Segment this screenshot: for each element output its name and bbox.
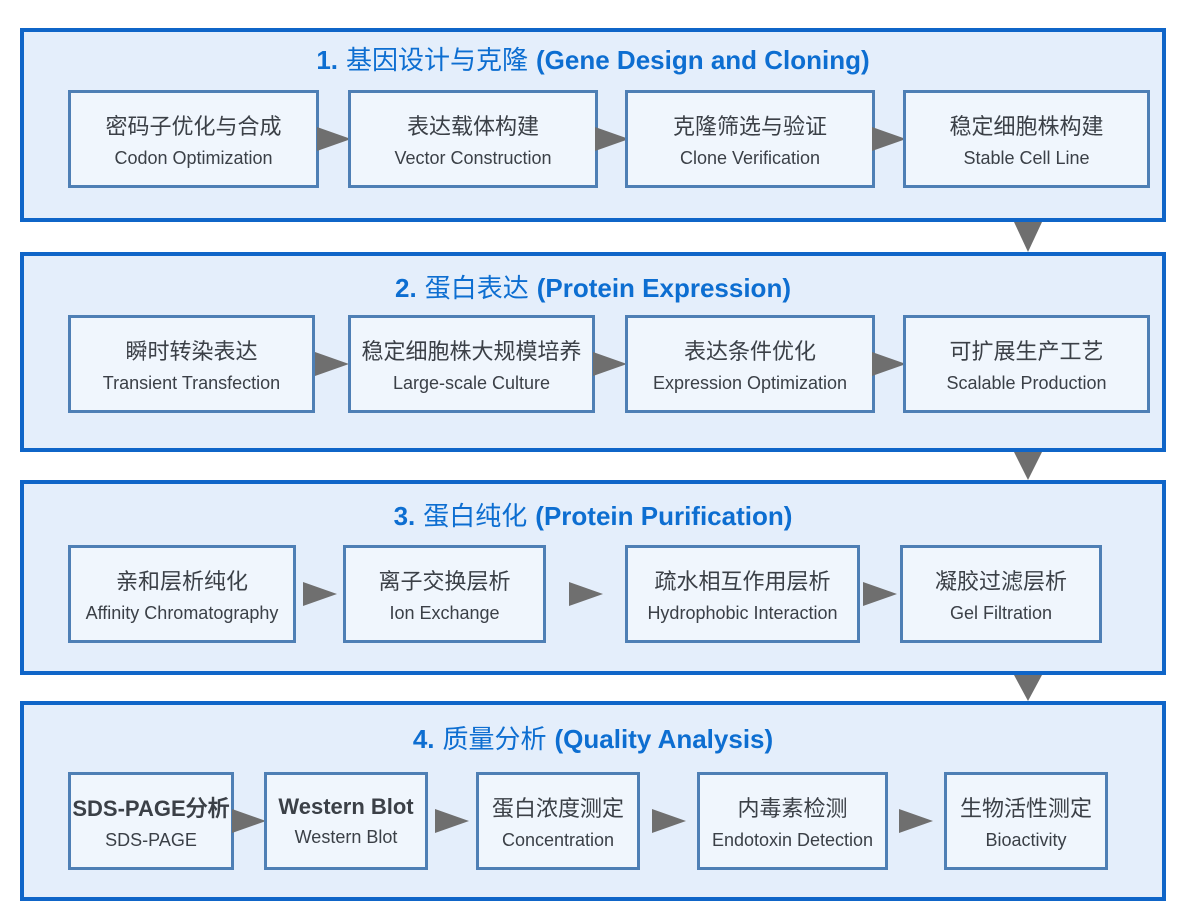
step-label-en: Bioactivity — [985, 830, 1067, 850]
step-label-en: Vector Construction — [394, 148, 552, 168]
step-label-zh: 表达载体构建 — [406, 114, 539, 139]
step-label-zh: Western Blot — [278, 794, 414, 819]
section-2-protein-expression: 2.蛋白表达(Protein Expression) 瞬时转染表达 Transien… — [20, 252, 1166, 452]
step-transient-transfection: 瞬时转染表达 Transient Transfection — [68, 315, 315, 413]
section-title-title-en: (Gene Design and Cloning) — [536, 45, 870, 75]
flow-arrow-down-icon — [1014, 222, 1042, 252]
section-title: 2.蛋白表达(Protein Expression) — [24, 268, 1162, 305]
section-title-title-en: (Protein Expression) — [536, 273, 791, 303]
step-scalable-production: 可扩展生产工艺 Scalable Production — [903, 315, 1150, 413]
step-bioactivity: 生物活性测定 Bioactivity — [944, 772, 1108, 870]
step-label-en: Codon Optimization — [114, 148, 273, 168]
section-title-number: 3. — [393, 501, 416, 531]
step-label-zh: 蛋白浓度测定 — [491, 796, 624, 821]
step-affinity-chromatography: 亲和层析纯化 Affinity Chromatography — [68, 545, 296, 643]
step-label-zh: 疏水相互作用层析 — [654, 569, 831, 594]
flow-arrow-right-icon — [595, 127, 629, 151]
step-endotoxin-detection: 内毒素检测 Endotoxin Detection — [697, 772, 888, 870]
section-title-title-en: (Quality Analysis) — [554, 724, 774, 754]
section-title-number: 2. — [395, 273, 417, 303]
section-title: 1. 基因设计与克隆(Gene Design and Cloning) — [24, 40, 1162, 77]
step-label-en: Concentration — [501, 830, 615, 850]
flow-arrow-right-icon — [315, 352, 349, 376]
step-label-zh: 内毒素检测 — [737, 796, 848, 821]
step-hydrophobic-interaction: 疏水相互作用层析 Hydrophobic Interaction — [625, 545, 860, 643]
step-expression-optimization: 表达条件优化 Expression Optimization — [625, 315, 875, 413]
step-ion-exchange: 离子交换层析 Ion Exchange — [343, 545, 546, 643]
section-3-protein-purification: 3.蛋白纯化(Protein Purification) 亲和层析纯化 Affini… — [20, 480, 1166, 675]
step-clone-verification: 克隆筛选与验证 Clone Verification — [625, 90, 875, 188]
step-large-scale-culture: 稳定细胞株大规模培养 Large-scale Culture — [348, 315, 595, 413]
flow-arrow-right-icon — [303, 582, 337, 606]
step-label-en: Stable Cell Line — [963, 148, 1090, 168]
flow-arrow-right-icon — [593, 352, 627, 376]
section-title-title-zh: 基因设计与克隆 — [346, 45, 529, 75]
step-label-en: Western Blot — [294, 827, 398, 847]
flow-arrow-down-icon — [1014, 675, 1042, 701]
flow-arrow-right-icon — [899, 809, 933, 833]
flow-arrow-right-icon — [569, 582, 603, 606]
flow-arrow-right-icon — [232, 809, 266, 833]
flow-arrow-right-icon — [863, 582, 897, 606]
step-label-en: SDS-PAGE — [105, 830, 197, 850]
step-label-en: Gel Filtration — [949, 603, 1053, 623]
step-label-en: Expression Optimization — [652, 373, 848, 393]
section-title-title-zh: 质量分析 — [442, 724, 547, 754]
step-label-zh: 稳定细胞株大规模培养 — [361, 339, 582, 364]
step-label-zh: 克隆筛选与验证 — [672, 114, 827, 139]
flow-arrow-right-icon — [652, 809, 686, 833]
section-title: 4.质量分析(Quality Analysis) — [24, 719, 1162, 756]
step-label-en: Transient Transfection — [102, 373, 281, 393]
step-codon-optimization: 密码子优化与合成 Codon Optimization — [68, 90, 319, 188]
step-label-zh: 亲和层析纯化 — [115, 569, 248, 594]
flow-arrow-down-icon — [1014, 452, 1042, 480]
step-label-zh: 表达条件优化 — [683, 339, 816, 364]
step-label-zh: 可扩展生产工艺 — [949, 339, 1104, 364]
step-label-en: Hydrophobic Interaction — [647, 603, 838, 623]
step-label-en: Affinity Chromatography — [85, 603, 279, 623]
step-concentration: 蛋白浓度测定 Concentration — [476, 772, 640, 870]
step-label-zh: 生物活性测定 — [959, 796, 1092, 821]
step-label-zh: 离子交换层析 — [378, 569, 511, 594]
step-label-en: Scalable Production — [946, 373, 1107, 393]
step-label-en: Clone Verification — [679, 148, 821, 168]
step-sds-page: SDS-PAGE分析 SDS-PAGE — [68, 772, 234, 870]
section-title-title-zh: 蛋白表达 — [424, 273, 529, 303]
flow-arrow-right-icon — [872, 127, 906, 151]
step-label-en: Endotoxin Detection — [711, 830, 874, 850]
flow-arrow-right-icon — [317, 127, 351, 151]
section-1-gene-design-and-cloning: 1. 基因设计与克隆(Gene Design and Cloning) 密码子优化与… — [20, 28, 1166, 222]
step-gel-filtration: 凝胶过滤层析 Gel Filtration — [900, 545, 1102, 643]
step-vector-construction: 表达载体构建 Vector Construction — [348, 90, 598, 188]
step-stable-cell-line: 稳定细胞株构建 Stable Cell Line — [903, 90, 1150, 188]
section-title: 3.蛋白纯化(Protein Purification) — [24, 496, 1162, 533]
section-title-number: 4. — [412, 724, 435, 754]
step-label-zh: 稳定细胞株构建 — [949, 114, 1104, 139]
section-title-title-en: (Protein Purification) — [535, 501, 793, 531]
step-label-en: Large-scale Culture — [392, 373, 551, 393]
section-title-title-zh: 蛋白纯化 — [423, 501, 528, 531]
step-label-en: Ion Exchange — [389, 603, 500, 623]
flow-arrow-right-icon — [872, 352, 906, 376]
section-title-number: 1. — [316, 45, 338, 75]
step-label-zh: SDS-PAGE分析 — [72, 796, 230, 821]
flow-arrow-right-icon — [435, 809, 469, 833]
step-label-zh: 密码子优化与合成 — [105, 114, 282, 139]
step-label-zh: 凝胶过滤层析 — [934, 569, 1067, 594]
step-label-zh: 瞬时转染表达 — [125, 339, 258, 364]
